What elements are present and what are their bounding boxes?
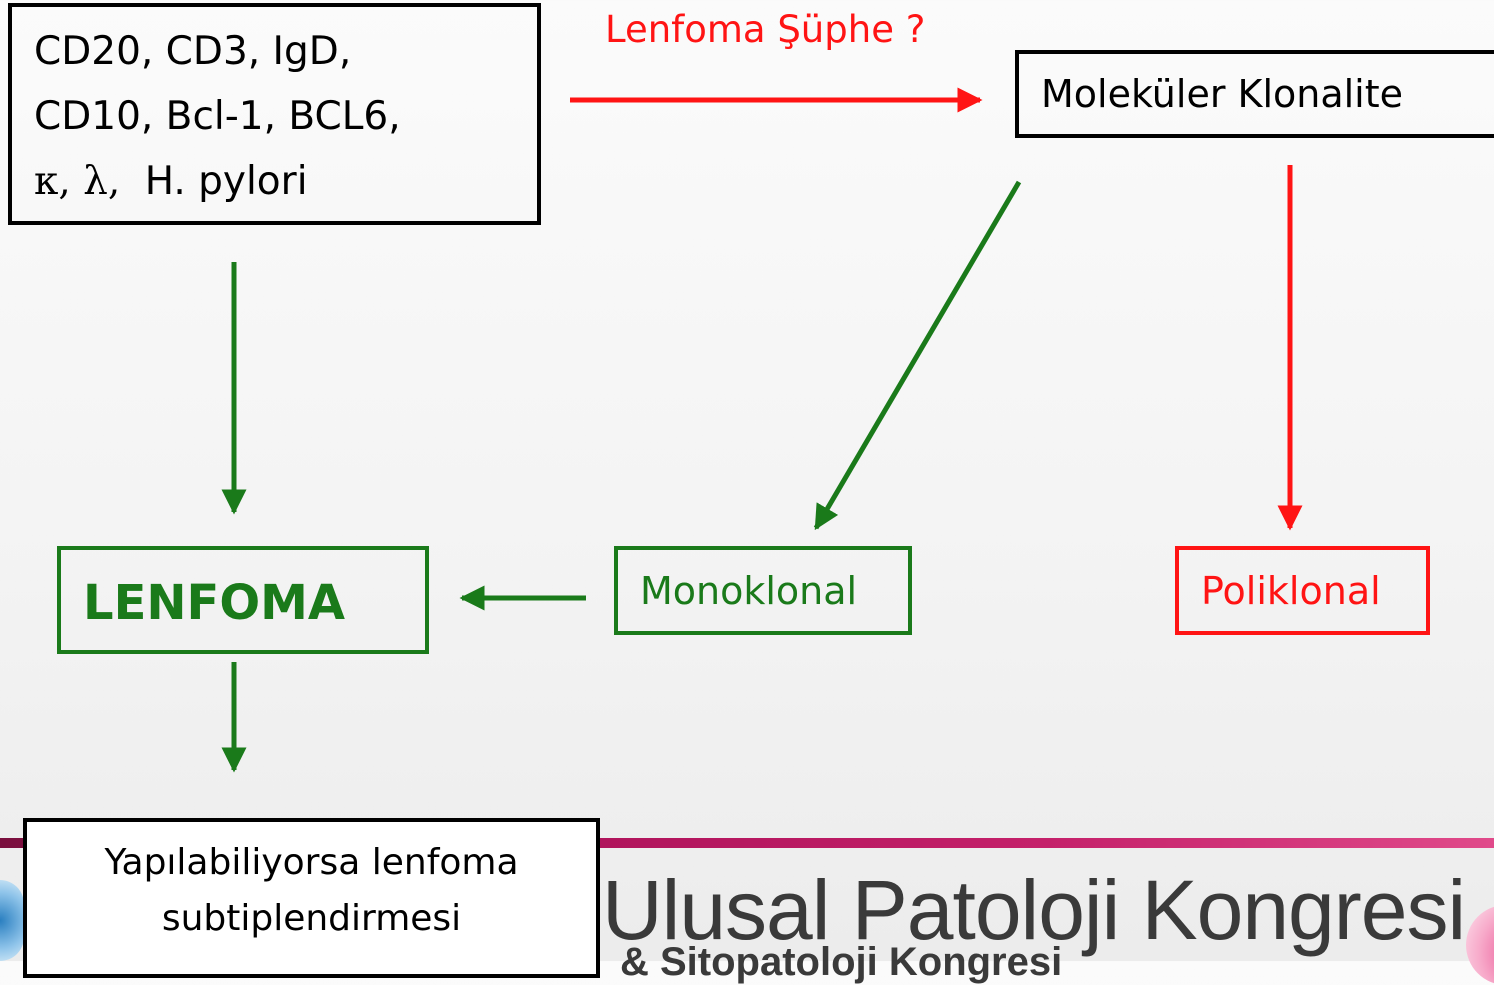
congress-subtitle: & Sitopatoloji Kongresi — [620, 940, 1063, 984]
monoclonal-label: Monoklonal — [640, 569, 858, 613]
subtyping-line-2: subtiplendirmesi — [161, 898, 462, 939]
markers-line-1: CD20, CD3, IgD, — [34, 29, 352, 74]
lymphoma-label: LENFOMA — [83, 575, 346, 631]
left-logo — [0, 880, 24, 961]
suspicion-label: Lenfoma Şüphe ? — [605, 8, 926, 51]
monoclonal-box: Monoklonal — [614, 546, 912, 635]
congress-title: Ulusal Patoloji Kongresi — [602, 863, 1466, 957]
greek-kappa-lambda: κ, λ, — [34, 159, 121, 204]
subtyping-line-1: Yapılabiliyorsa lenfoma — [104, 842, 519, 883]
polyclonal-box: Poliklonal — [1175, 546, 1430, 635]
subtyping-box: Yapılabiliyorsa lenfoma subtiplendirmesi — [23, 818, 600, 978]
arrow-molecular-to-monoclonal — [813, 180, 1022, 531]
flow-arrows — [221, 87, 1303, 773]
markers-line-2: CD10, Bcl-1, BCL6, — [34, 94, 401, 139]
markers-line-3: κ, λ, H. pylori — [34, 159, 308, 204]
polyclonal-label: Poliklonal — [1201, 569, 1381, 613]
molecular-clonality-box: Moleküler Klonalite — [1015, 50, 1494, 138]
h-pylori-label: H. pylori — [144, 159, 308, 204]
markers-box: CD20, CD3, IgD, CD10, Bcl-1, BCL6, κ, λ,… — [8, 3, 541, 225]
footer-band — [0, 838, 1494, 848]
molecular-clonality-label: Moleküler Klonalite — [1041, 72, 1404, 116]
lymphoma-box: LENFOMA — [57, 546, 429, 654]
